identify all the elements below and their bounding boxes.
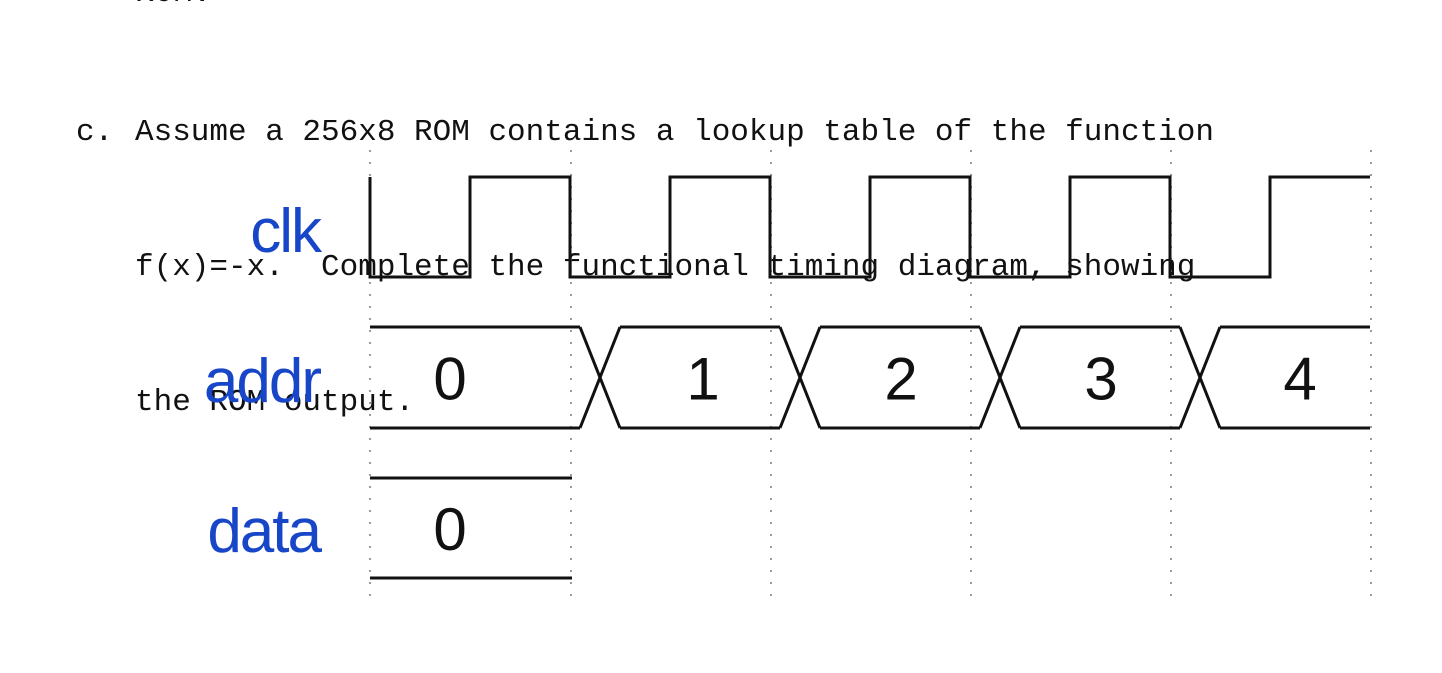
addr-value: 2 xyxy=(884,346,917,413)
question-line-1: c. Assume a 256x8 ROM contains a lookup t… xyxy=(76,110,1214,155)
clk-label: clk xyxy=(250,197,323,266)
data-value: 0 xyxy=(433,496,466,563)
addr-value: 3 xyxy=(1084,346,1117,413)
addr-transition xyxy=(578,326,622,429)
question-text-1: Assume a 256x8 ROM contains a lookup tab… xyxy=(135,115,1214,150)
addr-value: 4 xyxy=(1283,346,1316,413)
data-label: data xyxy=(207,497,322,566)
clk-waveform xyxy=(368,175,1370,279)
addr-value: 0 xyxy=(433,346,466,413)
addr-transition xyxy=(1178,326,1222,429)
previous-line-fragment: ROM. xyxy=(135,0,212,11)
question-marker: c. xyxy=(76,115,114,150)
addr-label: addr xyxy=(204,347,321,416)
data-bus-waveform: 0 xyxy=(370,476,572,580)
question-line-2: f(x)=-x. Complete the functional timing … xyxy=(135,250,1196,285)
addr-value: 1 xyxy=(686,346,719,413)
addr-bus-waveform: 0 1 2 3 4 xyxy=(370,325,1370,430)
question-c: c. Assume a 256x8 ROM contains a lookup t… xyxy=(76,20,1214,470)
addr-transition xyxy=(978,326,1022,429)
question-line-3: the ROM output. xyxy=(135,385,415,420)
addr-transition xyxy=(778,326,822,429)
